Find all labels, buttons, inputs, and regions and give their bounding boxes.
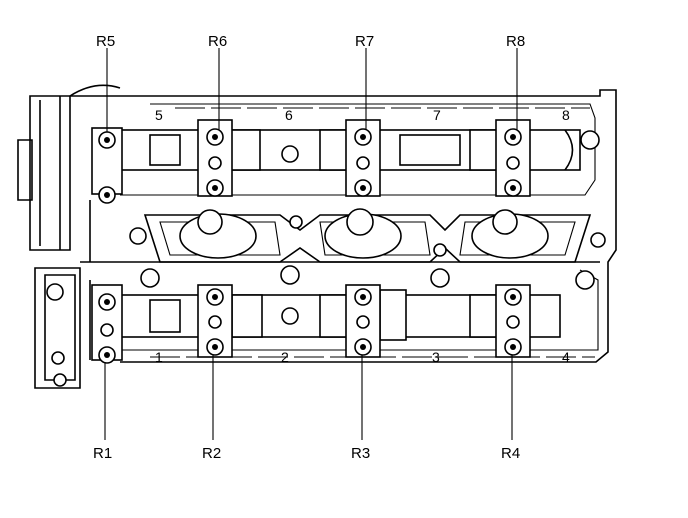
- callout-r3: R3: [351, 445, 370, 462]
- callout-r2: R2: [202, 445, 221, 462]
- lower-number-1: 1: [155, 349, 163, 365]
- left-housing: [17, 84, 121, 389]
- lower-camshaft: [114, 289, 561, 341]
- upper-number-5: 5: [155, 107, 163, 123]
- lower-bearing-caps: [91, 284, 531, 364]
- upper-number-8: 8: [562, 107, 570, 123]
- callout-r5: R5: [96, 33, 115, 50]
- upper-number-6: 6: [285, 107, 293, 123]
- center-gasket-area: [129, 208, 606, 290]
- upper-bearing-caps: [91, 119, 600, 204]
- callout-r7: R7: [355, 33, 374, 50]
- callout-r4: R4: [501, 445, 520, 462]
- callout-r8: R8: [506, 33, 525, 50]
- lower-number-2: 2: [281, 349, 289, 365]
- upper-number-7: 7: [433, 107, 441, 123]
- sequence-lines: [150, 107, 595, 358]
- callout-leaders: [104, 48, 518, 440]
- lower-number-4: 4: [562, 349, 570, 365]
- callout-r6: R6: [208, 33, 227, 50]
- callout-r1: R1: [93, 445, 112, 462]
- lower-number-3: 3: [432, 349, 440, 365]
